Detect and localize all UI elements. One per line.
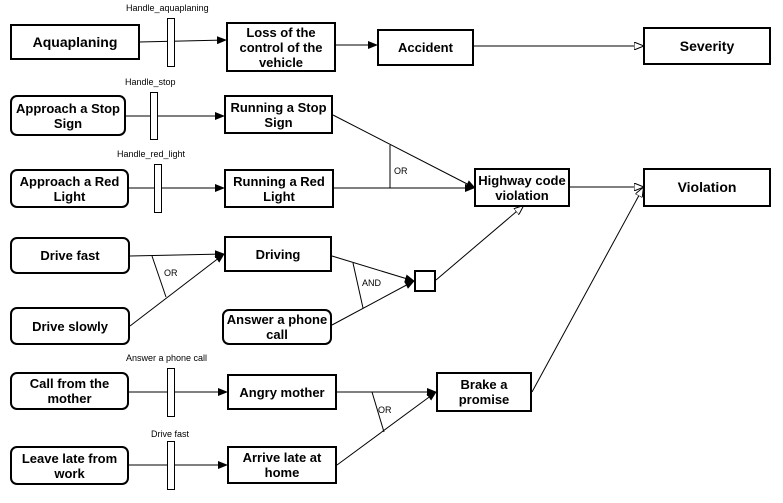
gate-handle-red-light	[154, 164, 162, 213]
or-arc-driving	[151, 255, 167, 298]
node-driving: Driving	[224, 236, 332, 272]
op-or-driving: OR	[164, 268, 178, 278]
edge-phone-junction	[331, 280, 415, 326]
node-severity: Severity	[643, 27, 771, 65]
gate-drive-fast	[167, 441, 175, 490]
edge-drivefast-driving	[129, 250, 225, 259]
label-handle-stop: Handle_stop	[125, 77, 176, 87]
node-approach-stop: Approach a Stop Sign	[10, 95, 126, 136]
node-answer-phone: Answer a phone call	[222, 309, 332, 345]
node-loss-control: Loss of the control of the vehicle	[226, 22, 336, 72]
gate-answer-phone	[167, 368, 175, 417]
node-aquaplaning: Aquaplaning	[10, 24, 140, 60]
node-drive-slowly: Drive slowly	[10, 307, 130, 345]
edge-driving-junction	[331, 255, 415, 283]
op-or-brake: OR	[378, 405, 392, 415]
node-accident: Accident	[377, 29, 474, 66]
op-or-highway: OR	[394, 166, 408, 176]
edge-aquaplaning-loss	[138, 36, 227, 45]
gate-handle-stop	[150, 92, 158, 140]
node-leave-late: Leave late from work	[10, 446, 129, 485]
or-arc-brake	[371, 391, 385, 433]
node-violation: Violation	[643, 168, 771, 207]
node-call-mother: Call from the mother	[10, 372, 129, 410]
node-angry-mother: Angry mother	[227, 374, 337, 410]
edge-brake-violation	[531, 188, 643, 393]
and-junction-box	[414, 270, 436, 292]
node-approach-red: Approach a Red Light	[10, 169, 129, 208]
edge-arrive-brake	[336, 391, 437, 466]
node-running-stop: Running a Stop Sign	[224, 95, 333, 134]
edge-running-stop-highway	[332, 114, 476, 189]
node-drive-fast: Drive fast	[10, 237, 130, 274]
node-arrive-late: Arrive late at home	[227, 446, 337, 484]
label-drive-fast-gate: Drive fast	[151, 429, 190, 439]
op-and-phone: AND	[362, 278, 382, 288]
edge-driveslowly-driving	[129, 253, 225, 327]
node-brake-promise: Brake a promise	[436, 372, 532, 412]
label-handle-aquaplaning: Handle_aquaplaning	[126, 3, 209, 13]
gate-handle-aquaplaning	[167, 18, 175, 67]
edge-junction-highway	[435, 206, 523, 281]
and-arc	[352, 262, 364, 309]
label-handle-red-light: Handle_red_light	[117, 149, 186, 159]
label-answer-phone-gate: Answer a phone call	[126, 353, 208, 363]
node-running-red: Running a Red Light	[224, 169, 334, 208]
node-highway-violation: Highway code violation	[474, 168, 570, 207]
